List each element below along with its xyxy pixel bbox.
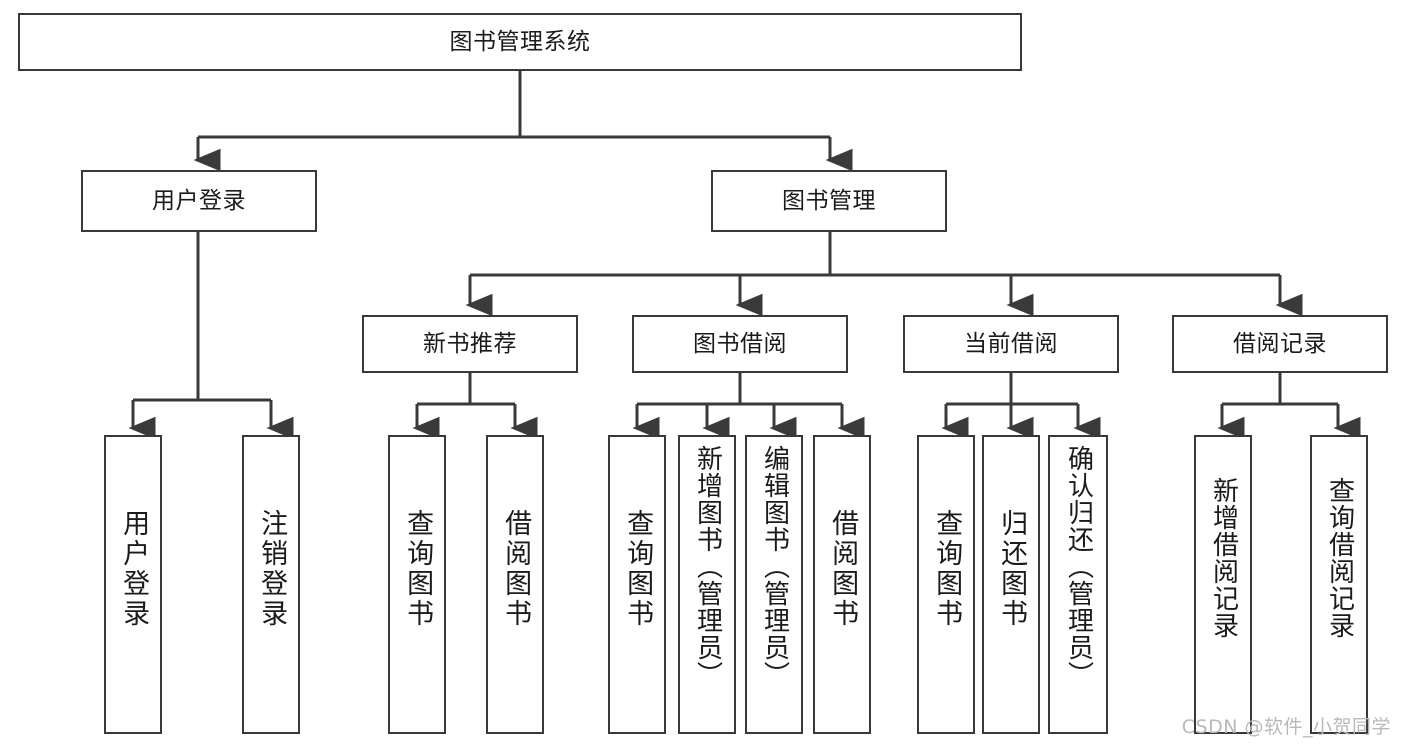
- node-borrow-record[interactable]: 借阅记录: [1172, 315, 1388, 373]
- node-label: 借阅图书: [500, 509, 532, 629]
- node-root-system[interactable]: 图书管理系统: [18, 13, 1022, 71]
- node-label: 用户登录: [118, 509, 150, 629]
- node-label: 新增借阅记录: [1208, 477, 1239, 639]
- node-label: 借阅记录: [1233, 330, 1327, 357]
- node-label: 编辑图书（管理员）: [759, 445, 790, 688]
- node-leaf-logout[interactable]: 注销登录: [242, 435, 300, 734]
- node-user-login[interactable]: 用户登录: [81, 170, 317, 232]
- node-leaf-user-login[interactable]: 用户登录: [104, 435, 162, 734]
- node-leaf-add-book-admin[interactable]: 新增图书（管理员）: [678, 435, 736, 734]
- node-leaf-query-book-recommend[interactable]: 查询图书: [388, 435, 446, 734]
- node-label: 新增图书（管理员）: [692, 445, 723, 688]
- node-label: 新书推荐: [423, 330, 517, 357]
- node-current-borrow[interactable]: 当前借阅: [903, 315, 1119, 373]
- node-leaf-borrow-book[interactable]: 借阅图书: [813, 435, 871, 734]
- node-leaf-query-book-current[interactable]: 查询图书: [917, 435, 975, 734]
- node-leaf-query-book-borrow[interactable]: 查询图书: [608, 435, 666, 734]
- node-label: 查询借阅记录: [1324, 477, 1355, 639]
- node-label: 归还图书: [996, 509, 1028, 629]
- node-label: 当前借阅: [964, 330, 1058, 357]
- node-book-management[interactable]: 图书管理: [711, 170, 947, 232]
- node-leaf-edit-book-admin[interactable]: 编辑图书（管理员）: [745, 435, 803, 734]
- node-book-borrow[interactable]: 图书借阅: [632, 315, 848, 373]
- node-new-book-recommend[interactable]: 新书推荐: [362, 315, 578, 373]
- node-label: 图书借阅: [693, 330, 787, 357]
- node-label: 用户登录: [152, 187, 246, 214]
- node-leaf-confirm-return-admin[interactable]: 确认归还（管理员）: [1048, 435, 1108, 734]
- node-label: 借阅图书: [827, 509, 859, 629]
- node-leaf-borrow-book-recommend[interactable]: 借阅图书: [486, 435, 544, 734]
- node-leaf-add-borrow-record[interactable]: 新增借阅记录: [1194, 435, 1252, 734]
- node-label: 注销登录: [256, 509, 288, 629]
- node-leaf-return-book[interactable]: 归还图书: [982, 435, 1040, 734]
- node-label: 查询图书: [402, 509, 434, 629]
- node-label: 查询图书: [622, 509, 654, 629]
- watermark-text: CSDN @软件_小贺同学: [1181, 716, 1391, 738]
- node-label: 确认归还（管理员）: [1063, 445, 1094, 688]
- node-label: 查询图书: [931, 509, 963, 629]
- node-label: 图书管理系统: [449, 28, 591, 55]
- node-leaf-query-borrow-record[interactable]: 查询借阅记录: [1310, 435, 1368, 734]
- node-label: 图书管理: [782, 187, 876, 214]
